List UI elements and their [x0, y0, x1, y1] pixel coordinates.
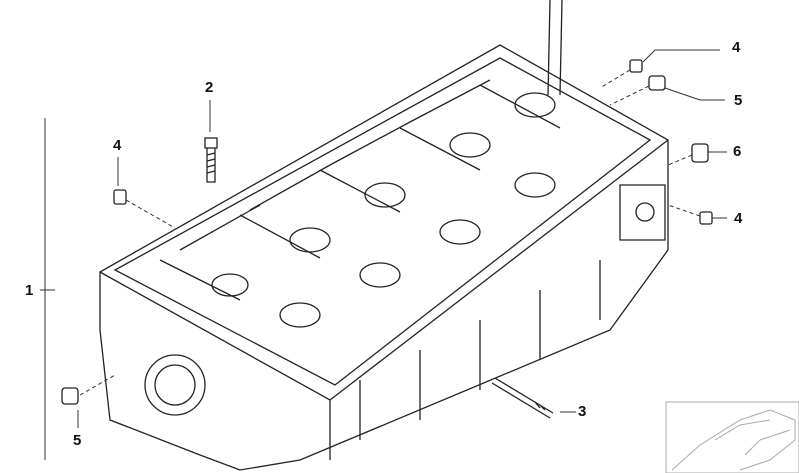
callout-4-right: 4 [734, 210, 743, 227]
plug-part-4-left [113, 189, 127, 205]
callout-2: 2 [205, 79, 214, 96]
callout-4-left: 4 [113, 137, 122, 154]
bolt-part-5-bottom [61, 387, 79, 405]
vehicle-thumbnail [665, 401, 799, 473]
callout-5-top: 5 [734, 92, 743, 109]
callout-6: 6 [733, 143, 742, 160]
plug-part-4-top [629, 59, 643, 73]
callout-3: 3 [578, 403, 587, 420]
sleeve-part-6 [691, 143, 709, 163]
plug-part-4-right [699, 211, 713, 225]
bolt-part-2 [204, 137, 218, 183]
stud-part-3 [491, 377, 554, 419]
callout-4-top: 4 [732, 39, 741, 56]
callout-1: 1 [25, 282, 34, 299]
dipstick-tube [547, 0, 563, 96]
bolt-part-5-top [648, 75, 666, 91]
callout-5-bottom: 5 [73, 432, 82, 449]
cylinder-head-outline [99, 44, 669, 471]
camshaft-bearings [211, 92, 556, 328]
front-port [144, 354, 206, 416]
